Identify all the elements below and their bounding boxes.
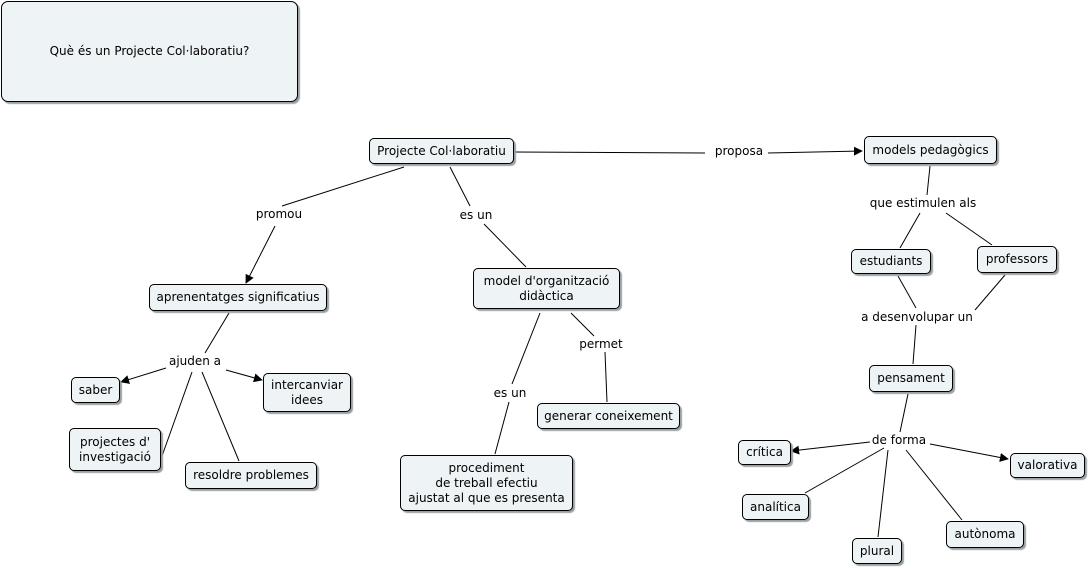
link-ajuden-a: ajuden a [166, 354, 224, 368]
edge-proposa-models [767, 146, 863, 156]
edge-projecte-proposa [513, 151, 706, 154]
edge-deforma-valorativa [929, 443, 1009, 462]
edge-ajuden-saber [120, 367, 167, 384]
node-aprenentatges-significatius[interactable]: aprenentatges significatius [149, 284, 327, 311]
node-saber[interactable]: saber [71, 377, 120, 403]
edge-deforma-autonoma [905, 449, 963, 521]
edge-adesenvolupar-pensament [912, 324, 917, 365]
node-generar-coneixement[interactable]: generar coneixement [537, 403, 680, 429]
node-valorativa[interactable]: valorativa [1010, 453, 1085, 478]
map-title: Què és un Projecte Col·laboratiu? [1, 1, 298, 102]
edge-projecte-esun [449, 166, 471, 207]
node-models-pedagogics[interactable]: models pedagògics [864, 136, 997, 164]
edge-deforma-critica [790, 441, 871, 455]
edge-modelorg-esun2 [511, 312, 541, 385]
node-projectes-investigacio[interactable]: projectes d' investigació [69, 428, 161, 471]
link-a-desenvolupar: a desenvolupar un [859, 310, 975, 324]
node-pensament[interactable]: pensament [869, 365, 953, 392]
node-estudiants[interactable]: estudiants [851, 249, 931, 274]
edge-deforma-analitica [804, 447, 885, 494]
link-proposa: proposa [712, 144, 766, 158]
node-projecte-collaboratiu[interactable]: Projecte Col·laboratiu [369, 138, 514, 164]
link-de-forma: de forma [869, 433, 929, 447]
link-permet: permet [577, 337, 625, 351]
edge-aprenentatges-ajuden [204, 312, 230, 354]
edge-estudiants-adesenvolupar [897, 275, 917, 309]
node-autonoma[interactable]: autònoma [946, 521, 1024, 548]
edge-esun-modelorg [483, 223, 527, 268]
edge-professors-adesenvolupar [974, 274, 1006, 311]
edge-ajuden-projectes [161, 371, 193, 457]
node-intercanviar-idees[interactable]: intercanviar idees [263, 373, 351, 412]
edge-models-queestimulen [926, 165, 931, 196]
edge-queestimulen-professors [945, 212, 993, 246]
edge-ajuden-intercanviar [225, 369, 263, 383]
node-analitica[interactable]: analítica [742, 494, 809, 520]
edge-queestimulen-estudiants [899, 212, 921, 249]
edge-projecte-promou [281, 166, 405, 207]
link-es-un-2: es un [491, 386, 529, 400]
link-que-estimulen: que estimulen als [867, 196, 979, 210]
edge-promou-aprenentatges [245, 225, 276, 284]
edge-pensament-deforma [899, 393, 909, 433]
link-es-un-1: es un [457, 208, 495, 222]
edge-ajuden-resoldre [201, 371, 240, 462]
node-procediment[interactable]: procediment de treball efectiu ajustat a… [400, 455, 573, 511]
node-critica[interactable]: crítica [738, 440, 791, 465]
node-plural[interactable]: plural [852, 538, 902, 564]
edge-deforma-plural [877, 449, 889, 538]
edge-modelorg-permet [570, 312, 595, 337]
link-promou: promou [253, 207, 305, 221]
node-model-organitzacio[interactable]: model d'organització didàctica [473, 268, 620, 309]
edge-esun2-procediment [494, 401, 510, 455]
edge-permet-generar [604, 351, 608, 403]
node-resoldre-problemes[interactable]: resoldre problemes [185, 462, 317, 489]
node-professors[interactable]: professors [977, 246, 1057, 273]
